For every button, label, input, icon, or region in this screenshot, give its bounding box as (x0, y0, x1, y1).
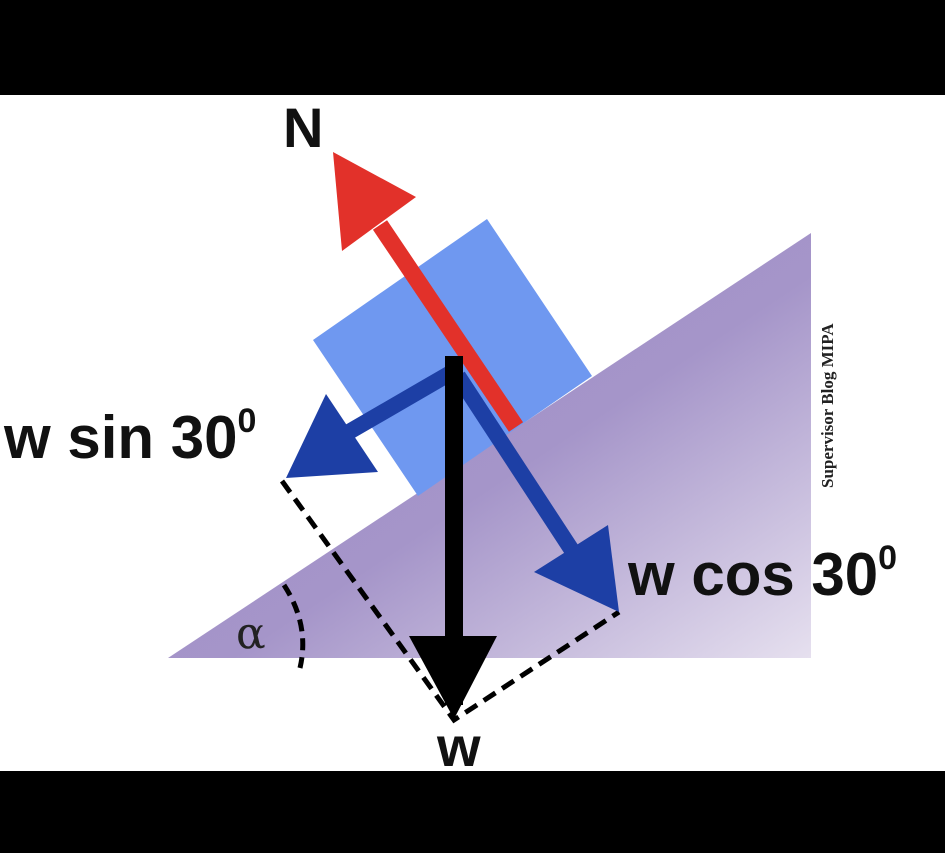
label-w-sin: w sin 300 (3, 402, 256, 471)
weight-arrow (409, 356, 497, 719)
label-weight: w (436, 715, 481, 778)
bottom-black-bar (0, 771, 945, 853)
label-w-cos: w cos 300 (627, 539, 897, 608)
label-angle: α (236, 608, 266, 659)
normal-force-arrow (333, 152, 524, 432)
label-normal: N (283, 96, 323, 159)
w-sin-arrow (286, 364, 459, 478)
top-black-bar (0, 0, 945, 95)
dashed-parallel-projection (279, 479, 621, 724)
angle-arc (281, 583, 306, 669)
w-cos-arrow (451, 371, 619, 612)
watermark: Supervisor Blog MIPA (818, 323, 837, 488)
